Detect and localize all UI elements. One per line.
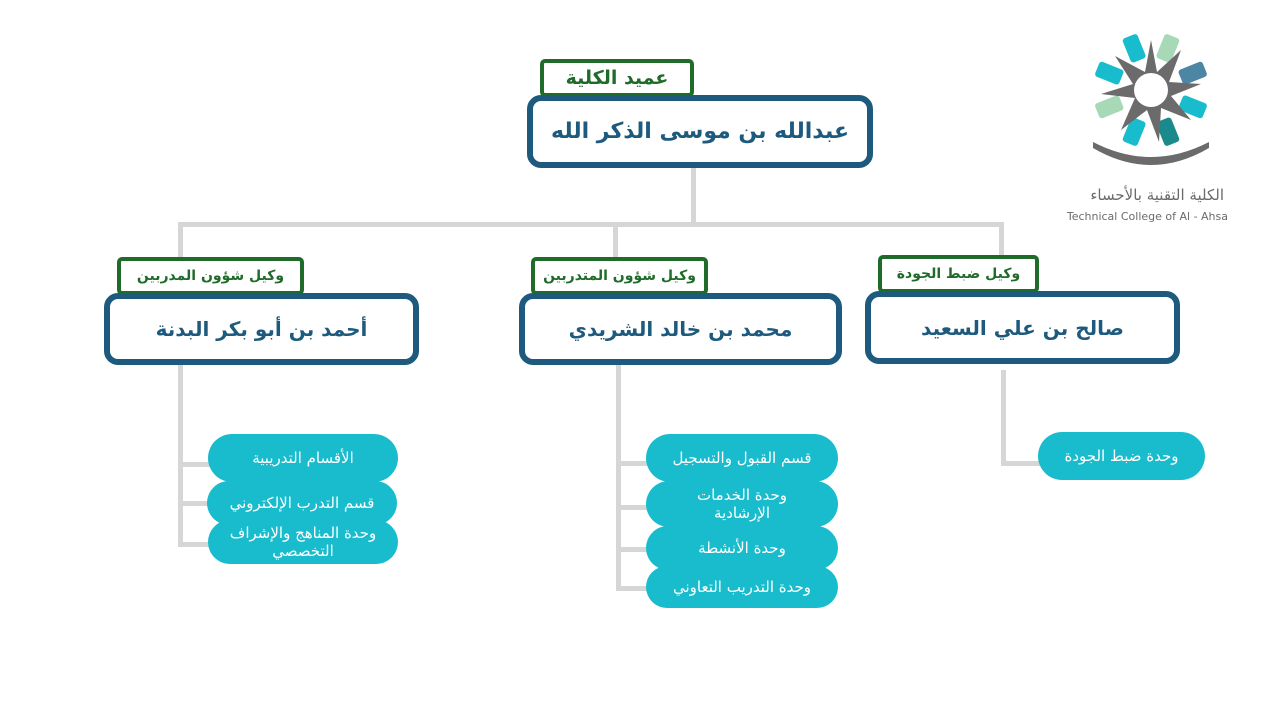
connector-trainers-unit-2 [178, 501, 210, 506]
college-name-english: Technical College of Al - Ahsa [1066, 210, 1228, 223]
connector-to-quality [999, 222, 1004, 262]
connector-quality-unit-1 [1001, 461, 1041, 466]
connector-to-trainees [613, 222, 618, 262]
trainees-unit: وحدة الخدمات الإرشادية [646, 481, 838, 527]
dean-title: عميد الكلية [540, 59, 694, 97]
trainers-unit: قسم التدرب الإلكتروني [207, 481, 397, 525]
connector-quality-trunk [1001, 370, 1006, 466]
trainers-name-box: أحمد بن أبو بكر البدنة [104, 293, 419, 365]
connector-trainees-unit-3 [616, 547, 648, 552]
college-logo-icon [1093, 34, 1209, 165]
connector-trainees-unit-4 [616, 586, 648, 591]
trainees-unit: وحدة التدريب التعاوني [646, 566, 838, 608]
connector-trainees-trunk [616, 364, 621, 591]
logo-petals [1095, 34, 1207, 146]
trainees-unit: قسم القبول والتسجيل [646, 434, 838, 482]
trainers-unit: وحدة المناهج والإشراف التخصصي [208, 520, 398, 564]
connector-dean-down [691, 166, 696, 226]
trainers-title: وكيل شؤون المدربين [117, 257, 304, 295]
dean-name-box: عبدالله بن موسى الذكر الله [527, 95, 873, 168]
connector-horizontal-bus [178, 222, 1004, 227]
trainees-unit: وحدة الأنشطة [646, 526, 838, 570]
quality-title: وكيل ضبط الجودة [878, 255, 1039, 293]
college-name-arabic: الكلية التقنية بالأحساء [1090, 186, 1224, 204]
trainees-title: وكيل شؤون المتدربين [531, 257, 708, 295]
trainees-name-box: محمد بن خالد الشريدي [519, 293, 842, 365]
connector-trainers-unit-3 [178, 542, 210, 547]
connector-trainees-unit-2 [616, 505, 648, 510]
quality-unit: وحدة ضبط الجودة [1038, 432, 1205, 480]
connector-to-trainers [178, 222, 183, 262]
quality-name-box: صالح بن علي السعيد [865, 291, 1180, 364]
connector-trainers-unit-1 [178, 462, 210, 467]
connector-trainees-unit-1 [616, 461, 648, 466]
trainers-unit: الأقسام التدريبية [208, 434, 398, 482]
connector-trainers-trunk [178, 364, 183, 547]
logo-base [1093, 142, 1209, 165]
